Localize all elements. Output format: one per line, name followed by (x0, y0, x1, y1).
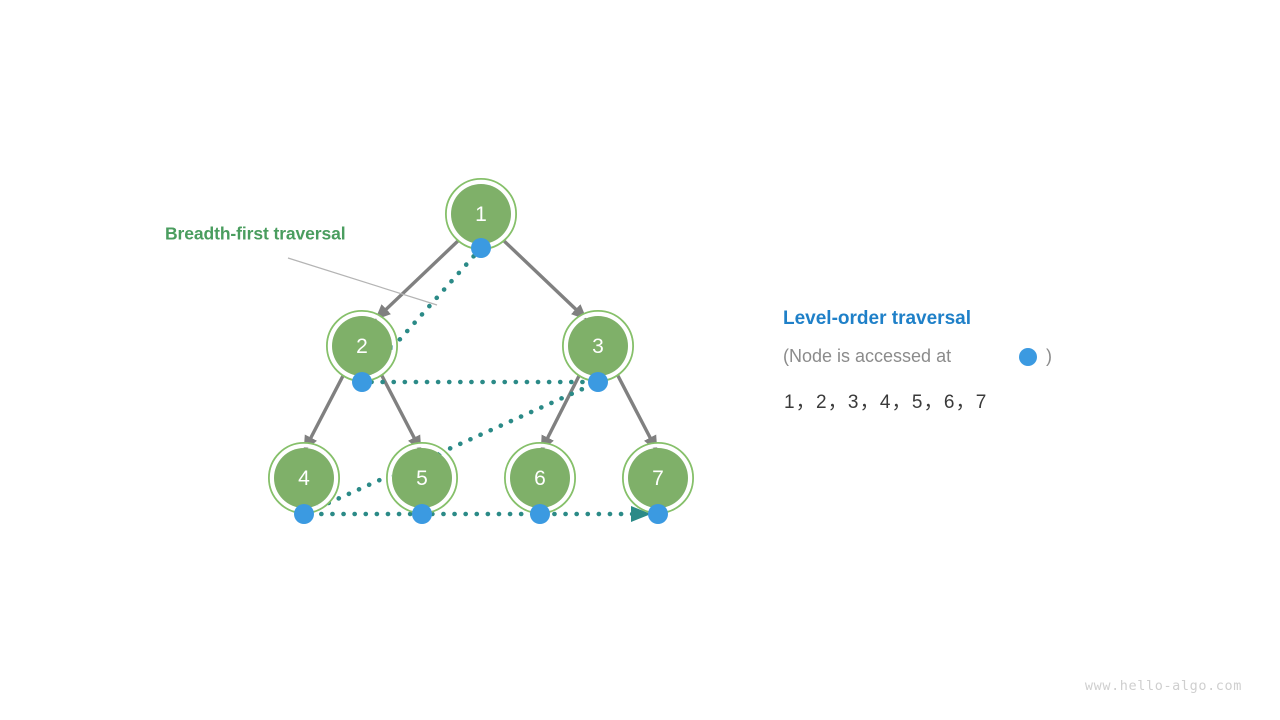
node-body (568, 316, 628, 376)
visit-dot-5 (412, 504, 432, 524)
tree-node-5: 5 (386, 442, 458, 514)
visit-dot-2 (352, 372, 372, 392)
tree-edges (303, 237, 658, 452)
node-label: 6 (534, 467, 546, 490)
node-label: 1 (475, 203, 487, 226)
visit-dot-6 (530, 504, 550, 524)
breadth-first-traversal-label: Breadth-first traversal (165, 224, 346, 244)
node-label: 5 (416, 467, 428, 490)
node-label: 4 (298, 467, 310, 490)
node-body (392, 448, 452, 508)
tree-edge-e3-6 (540, 371, 583, 452)
callout-leader-line (287, 257, 438, 306)
node-label: 3 (592, 335, 604, 358)
legend-visit-dot-icon (1019, 348, 1037, 366)
node-body (628, 448, 688, 508)
tree-edge-e1-3 (500, 237, 588, 320)
watermark: www.hello-algo.com (1085, 678, 1242, 694)
node-body (332, 316, 392, 376)
traversal-sequence: 1，2，3，4，5，6，7 (784, 392, 988, 413)
tree-node-2: 2 (326, 310, 398, 382)
tree-node-6: 6 (504, 442, 576, 514)
tree-edge-e2-5 (378, 371, 422, 452)
legend-note-suffix: ) (1046, 346, 1052, 366)
visit-dot-4 (294, 504, 314, 524)
node-body (510, 448, 570, 508)
node-label: 7 (652, 467, 664, 490)
tree-edge-e1-2 (374, 237, 462, 320)
visit-dot-1 (471, 238, 491, 258)
tree-node-3: 3 (562, 310, 634, 382)
tree-node-4: 4 (268, 442, 340, 514)
visit-dots (294, 238, 668, 524)
node-body (274, 448, 334, 508)
visit-dot-3 (588, 372, 608, 392)
node-body (451, 184, 511, 244)
visit-dot-7 (648, 504, 668, 524)
level-order-traversal-title: Level-order traversal (783, 308, 971, 329)
tree-edge-e2-4 (303, 371, 347, 452)
legend-panel: Level-order traversal (Node is accessed … (783, 308, 1052, 413)
tree-edge-e3-7 (614, 371, 658, 452)
tree-node-7: 7 (622, 442, 694, 514)
legend-note-prefix: (Node is accessed at (783, 346, 951, 366)
node-label: 2 (356, 335, 368, 358)
tree-nodes: 1 2 3 4 5 6 7 (268, 178, 694, 514)
